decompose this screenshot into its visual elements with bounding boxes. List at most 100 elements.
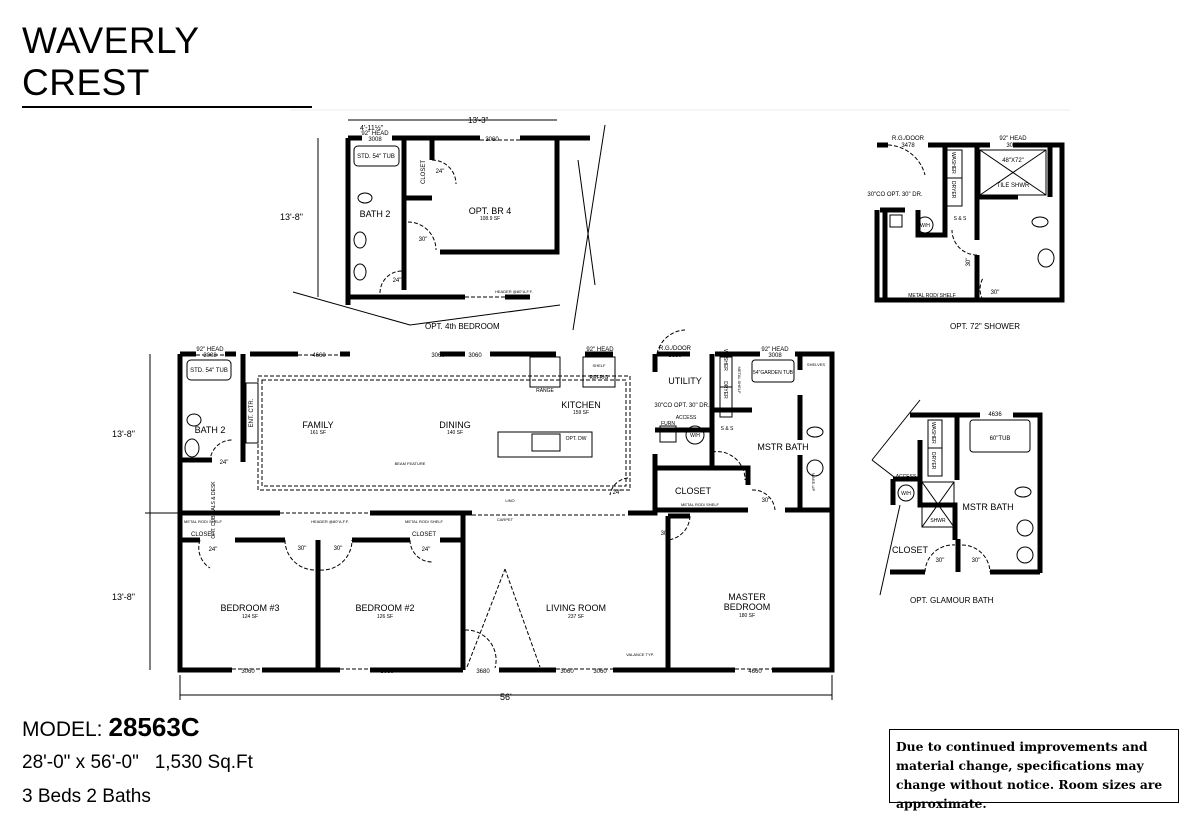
model-dimensions: 28'-0" x 56'-0" 1,530 Sq.Ft (22, 752, 253, 773)
door-size: 30" (419, 237, 428, 243)
window-code: 3060 (593, 669, 607, 675)
door-size: 24" (209, 547, 218, 553)
dryer-label: DRYER (722, 381, 728, 399)
head-label: 92" HEAD (361, 131, 389, 137)
range-label: RANGE (536, 388, 554, 394)
head-code: 3008 (368, 137, 382, 143)
washer-label: WASHER (930, 422, 936, 444)
plan-annotations: 92" HEAD 3008 4660 3060 3060 92" HEAD 30… (184, 346, 825, 675)
opt-glamour-bath-plan: 4636 60"TUB WASHER DRYER ACCESS W/H SHWR… (871, 399, 1043, 605)
door-size: 30" (936, 558, 945, 564)
closet-br3: CLOSET (191, 532, 215, 538)
header-label: HEADER @80"A.F.F. (495, 289, 533, 294)
head-label: 92" HEAD (586, 347, 614, 353)
head-code: 3008 (593, 353, 607, 359)
door-code: 3478 (901, 143, 915, 149)
shelf-label: METAL ROD/ SHELF (908, 293, 956, 299)
tub-label: STD. 54" TUB (357, 154, 395, 160)
model-label: MODEL: (22, 718, 103, 741)
dryer-label: DRYER (950, 181, 956, 199)
window-code: 3060 (241, 669, 255, 675)
door-size: 30" (734, 466, 743, 472)
room-sf: 237 SF (568, 614, 584, 620)
window-code: 3060 (468, 353, 482, 359)
door-size: 24" (613, 490, 622, 496)
head-code: 3008 (768, 353, 782, 359)
opt-4th-bedroom-plan: 4'-11½" 13'-3" 13'-8" 92" HEAD 3008 3060… (280, 116, 606, 331)
closet-label: CLOSET (421, 160, 427, 184)
metal-shelf-label: METAL SHELF (737, 367, 742, 394)
water-heater-label: W/H (690, 433, 700, 439)
bath-label: MSTR BATH (962, 502, 1013, 512)
tub-label: 60"TUB (990, 436, 1011, 442)
room-sf: 180 SF (739, 613, 755, 619)
head-label: 92" HEAD (761, 347, 789, 353)
tub-label: STD. 54" TUB (190, 368, 228, 374)
bath-label: BATH 2 (360, 209, 391, 219)
head-label: 92" HEAD (999, 136, 1027, 142)
window-code: 4660 (312, 353, 326, 359)
dim-depth: 13'-8" (280, 212, 303, 222)
opt-door-label: 30"CO OPT. 30" DR. (867, 192, 923, 198)
shower-label: SHWR (930, 518, 946, 524)
furnace-label: FURN (661, 421, 675, 427)
dim-width-bath: 4'-11½" (360, 124, 384, 132)
disclaimer-box: Due to continued improvements and materi… (889, 729, 1179, 811)
shelf-label: METAL ROD/ SHELF (681, 502, 720, 507)
door-label: R.G./DOOR (892, 136, 925, 142)
lino-label: LINO (505, 498, 514, 503)
shower-size: 48"X72" (1002, 158, 1024, 164)
carpet-label: CARPET (497, 517, 514, 522)
room-living: LIVING ROOM (546, 603, 606, 613)
header-label: HEADER @80"A.F.F. (311, 519, 349, 524)
cubicals-label: OPT. CUBICALS & DESK (211, 481, 217, 539)
water-heater-label: W/H (920, 223, 930, 229)
room-master: MASTER (728, 592, 766, 602)
room-family: FAMILY (302, 420, 333, 430)
room-bedroom3: BEDROOM #3 (220, 603, 279, 613)
dim-top-half: 13'-8" (112, 429, 135, 439)
washer-label: WASHER (950, 152, 956, 174)
shelves-label: SHELVES (807, 362, 825, 367)
door-size: 30" (298, 546, 307, 552)
model-number: 28563C (108, 712, 200, 742)
door-size: 24" (422, 547, 431, 553)
room-dining: DINING (439, 420, 471, 430)
room-master: BEDROOM (724, 602, 771, 612)
door-size: 30" (334, 546, 343, 552)
dim-width-bedroom: 13'-3" (468, 116, 489, 125)
water-heater-label: W/H (901, 491, 911, 497)
refrig-label: REFRIG (590, 375, 609, 381)
door-size: 24" (393, 278, 402, 284)
caption: OPT. GLAMOUR BATH (910, 596, 994, 605)
room-sf: 126 SF (377, 614, 393, 620)
room-sf: 124 SF (242, 614, 258, 620)
room-label: OPT. BR 4 (469, 206, 512, 216)
ss-label: S & S (721, 426, 734, 432)
window-code: 3060 (431, 353, 445, 359)
shelf-label: SHELF (593, 363, 606, 368)
dim-bottom-half: 13'-8" (112, 592, 135, 602)
room-sf: 108.9 SF (480, 216, 500, 222)
opt-door-label: 30"CO OPT. 30" DR. (654, 403, 710, 409)
door-label: R.G./DOOR (659, 346, 692, 352)
room-sf: 161 SF (310, 430, 326, 436)
door-code: 3680 (668, 353, 682, 359)
closet-label: CLOSET (892, 545, 929, 555)
head-code: 3008 (203, 353, 217, 359)
dishwasher-label: OPT. DW (566, 436, 587, 442)
plan-title: WAVERLY CREST (22, 20, 312, 108)
room-sf: 140 SF (447, 430, 463, 436)
door-size: 24" (220, 460, 229, 466)
door-code: 3680 (476, 669, 490, 675)
head-code: 3008 (1006, 143, 1020, 149)
washer-label: WASHER (722, 349, 728, 371)
closet-br2: CLOSET (412, 532, 436, 538)
head-label: 92" HEAD (196, 347, 224, 353)
room-kitchen: KITCHEN (561, 400, 601, 410)
window-code: 3060 (560, 669, 574, 675)
access-label: ACCESS (896, 474, 917, 480)
door-size: 30" (966, 258, 972, 267)
room-utility: UTILITY (668, 376, 702, 386)
